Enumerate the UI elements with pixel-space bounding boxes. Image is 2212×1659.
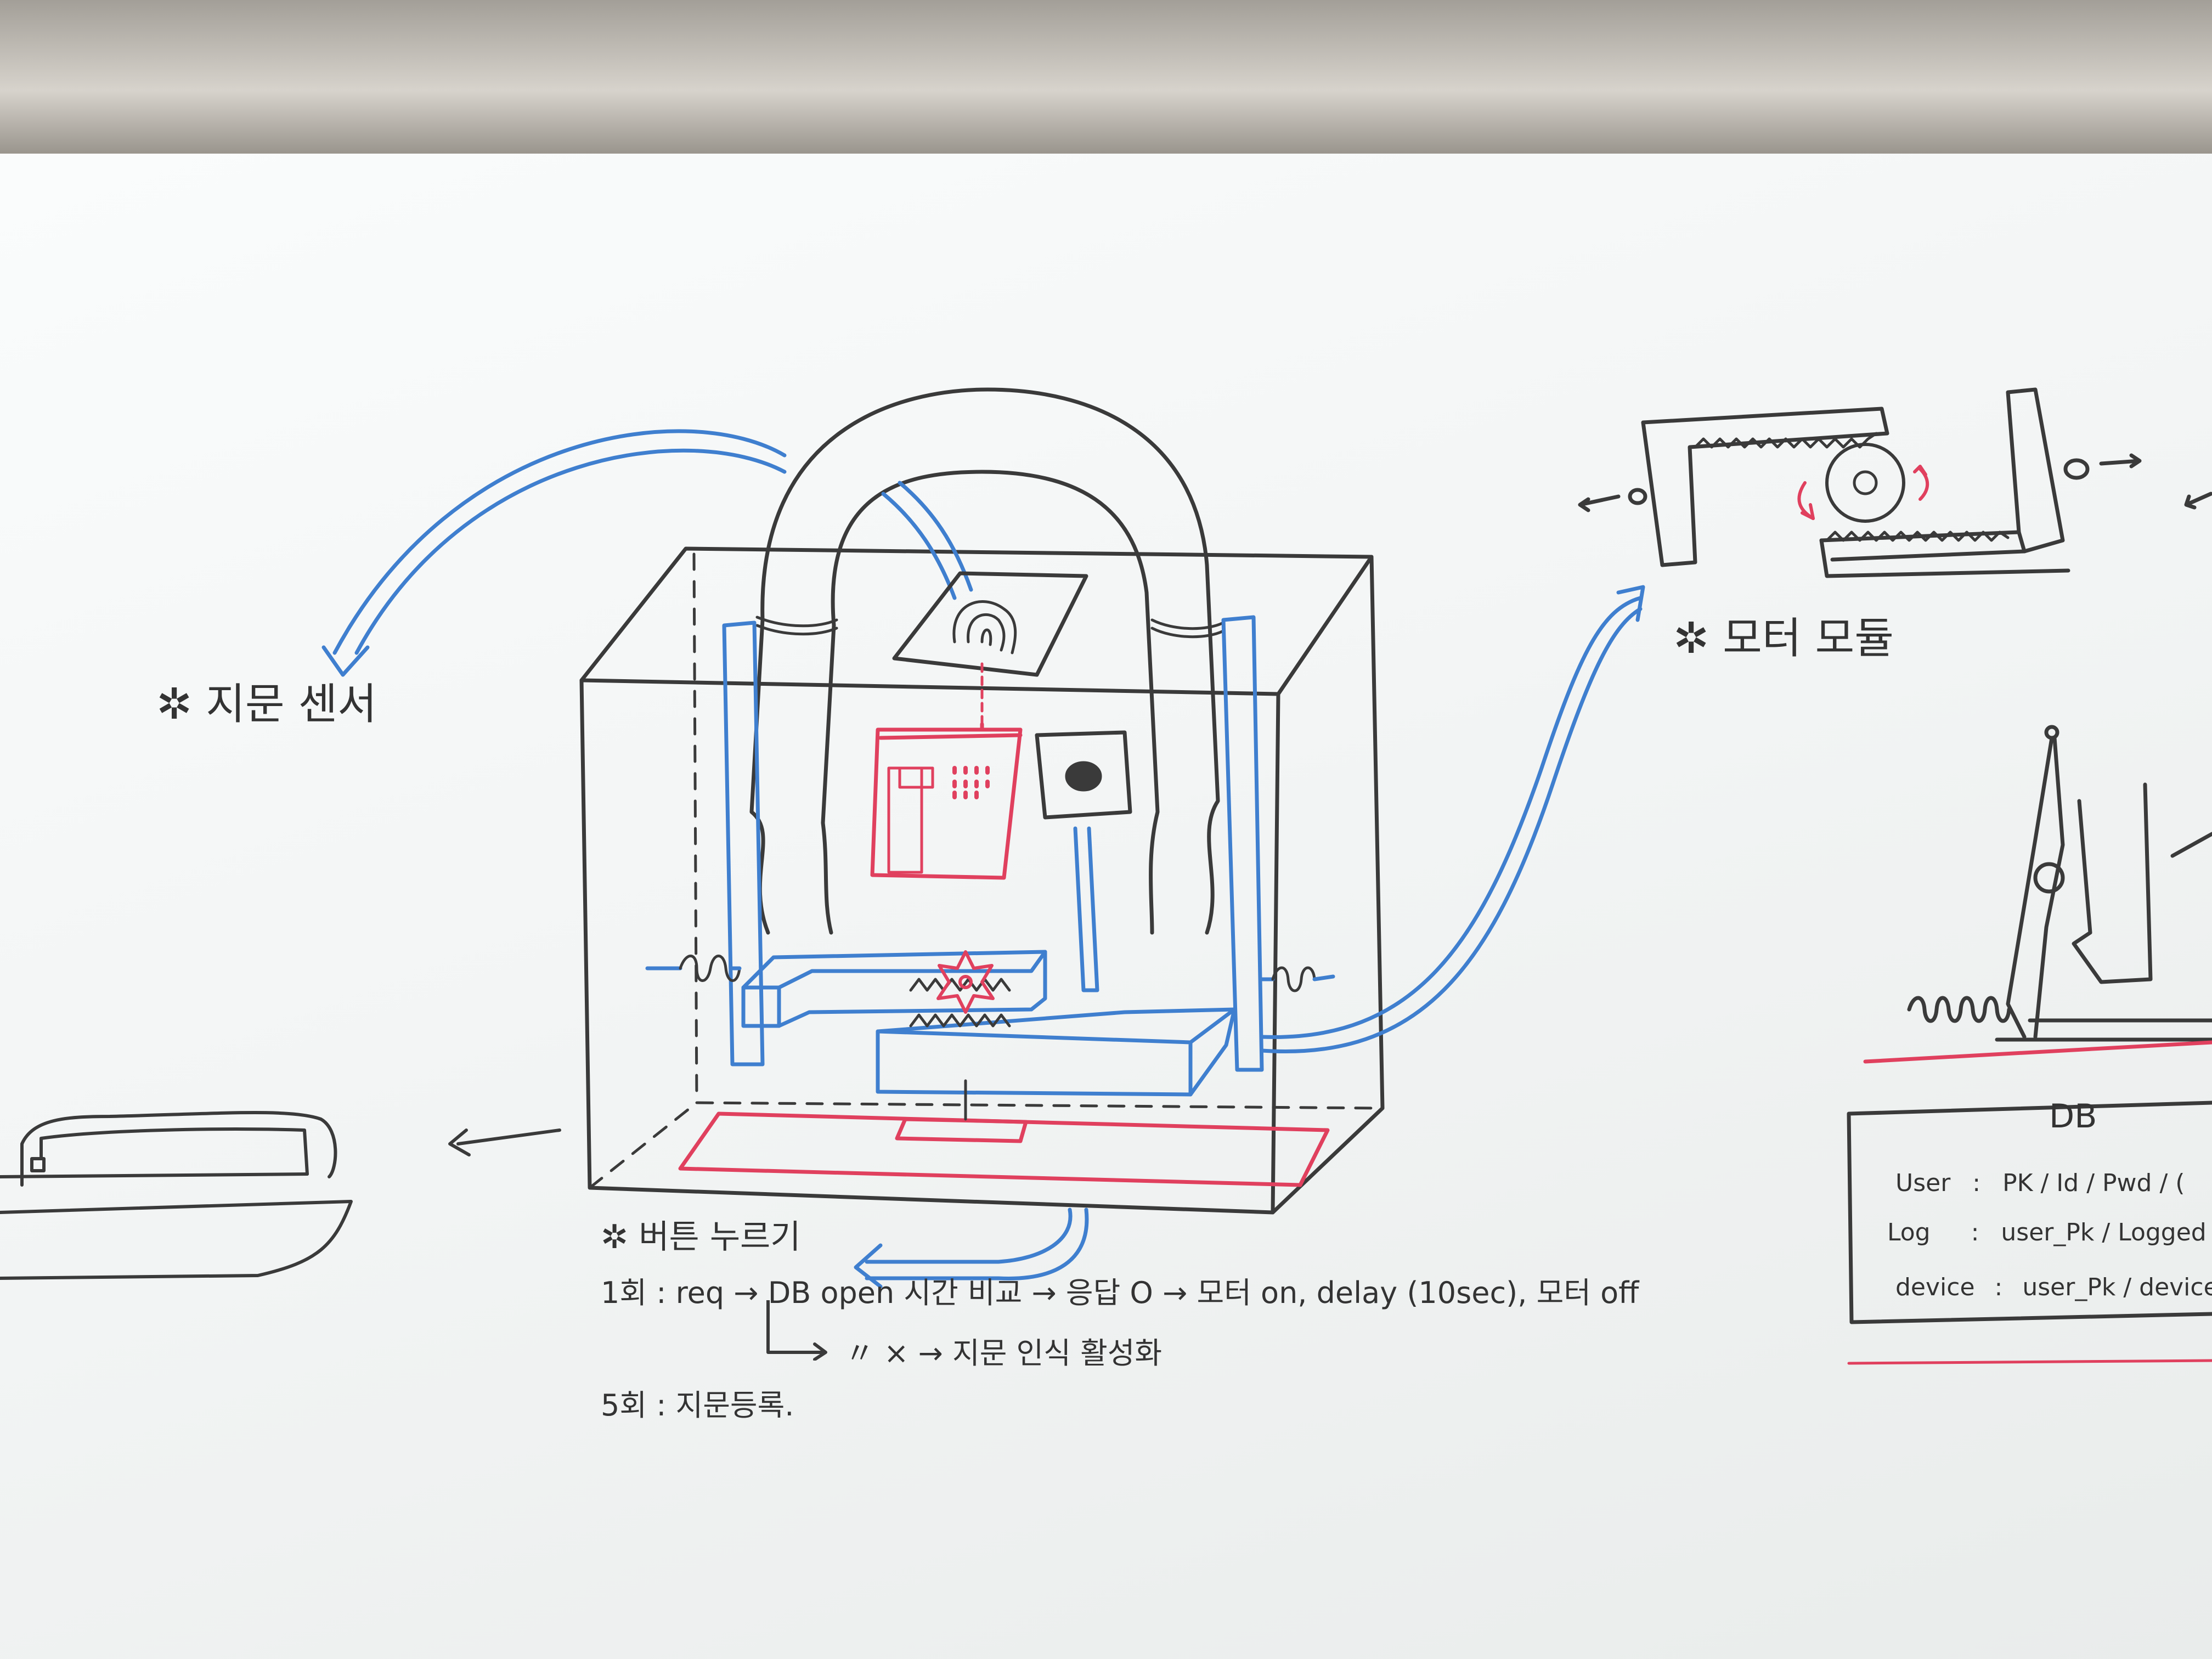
req-text: req <box>675 1276 725 1310</box>
arrow-icon: → <box>918 1336 943 1370</box>
arrow-to-button-label <box>854 1207 1089 1289</box>
motor-module-label: ✲ 모터 모듈 <box>1673 617 1894 660</box>
db-table-name: device <box>1895 1273 1975 1301</box>
db-row-device: device : user_Pk / device_Id <box>1895 1276 2212 1300</box>
motor-off-text: 모터 off <box>1536 1276 1639 1310</box>
latch-rack <box>741 950 1237 1097</box>
button-press-text: 버튼 누르기 <box>639 1218 801 1256</box>
db-table-name: Log <box>1887 1218 1931 1246</box>
db-table-name: User <box>1895 1169 1951 1197</box>
motor-on-text: 모터 on, <box>1197 1276 1307 1310</box>
red-gear <box>936 950 995 1014</box>
motor-module-text: 모터 모듈 <box>1723 614 1894 663</box>
controller-board <box>870 722 1023 880</box>
arrow-to-fingerprint-label <box>321 429 787 677</box>
motor-module-sketch <box>1578 387 2212 578</box>
lens-module <box>1035 730 1132 820</box>
fingerprint-activate-text: 지문 인식 활성화 <box>952 1336 1163 1370</box>
fingerprint-sensor-text: 지문 센서 <box>206 680 377 729</box>
star-icon: ✲ <box>601 1218 629 1256</box>
arrow-icon: → <box>1031 1276 1057 1310</box>
whiteboard-surface <box>0 154 2212 1659</box>
db-row-log: Log : user_Pk / Logged At / <box>1887 1221 2212 1245</box>
db-title: DB <box>2049 1097 2097 1136</box>
bottom-plate <box>678 1079 1330 1187</box>
fingerprint-sensor <box>892 571 1088 726</box>
db-sep: : <box>1972 1169 1981 1197</box>
left-side-sketch <box>0 1111 561 1280</box>
motor-rotation-arrows <box>1797 465 1929 520</box>
fingerprint-sensor-label: ✲ 지문 센서 <box>156 683 377 726</box>
flow-line-2: 〃 × → 지문 인식 활성화 <box>845 1339 1162 1368</box>
lock-shackle <box>749 387 1225 935</box>
five-times-register: 5회 : 지문등록. <box>601 1388 794 1423</box>
branch-connector <box>766 1300 827 1361</box>
db-fields: user_Pk / device_Id <box>2022 1273 2212 1301</box>
db-fields: PK / Id / Pwd / ( <box>2002 1169 2185 1197</box>
star-icon: ✲ <box>156 680 193 729</box>
db-fields: user_Pk / Logged At / <box>2001 1218 2212 1246</box>
db-sep: : <box>1971 1218 1979 1246</box>
arrow-icon: → <box>733 1276 759 1310</box>
star-icon: ✲ <box>1673 614 1709 663</box>
db-table-box <box>1847 1101 2212 1365</box>
db-open-compare-text: DB open 시간 비교 <box>768 1276 1023 1310</box>
right-side-sketch <box>1863 725 2212 1064</box>
whiteboard-tray <box>0 0 2212 165</box>
db-sep: : <box>1994 1273 2003 1301</box>
arrow-to-motor-label <box>1260 585 1645 1053</box>
blue-frame-posts <box>722 481 1264 1072</box>
response-ok-text: 응답 O <box>1065 1276 1153 1310</box>
button-press-label: ✲ 버튼 누르기 <box>601 1221 800 1254</box>
delay-text: delay (10sec), <box>1316 1276 1527 1310</box>
once-label: 1회 : <box>601 1276 667 1310</box>
ditto-no-text: 〃 × <box>845 1336 909 1370</box>
springs <box>645 955 1335 992</box>
db-row-user: User : PK / Id / Pwd / ( <box>1895 1171 2185 1195</box>
flow-line-1: 1회 : req → DB open 시간 비교 → 응답 O → 모터 on,… <box>601 1278 1639 1308</box>
arrow-icon: → <box>1163 1276 1188 1310</box>
device-box <box>579 546 1385 1215</box>
